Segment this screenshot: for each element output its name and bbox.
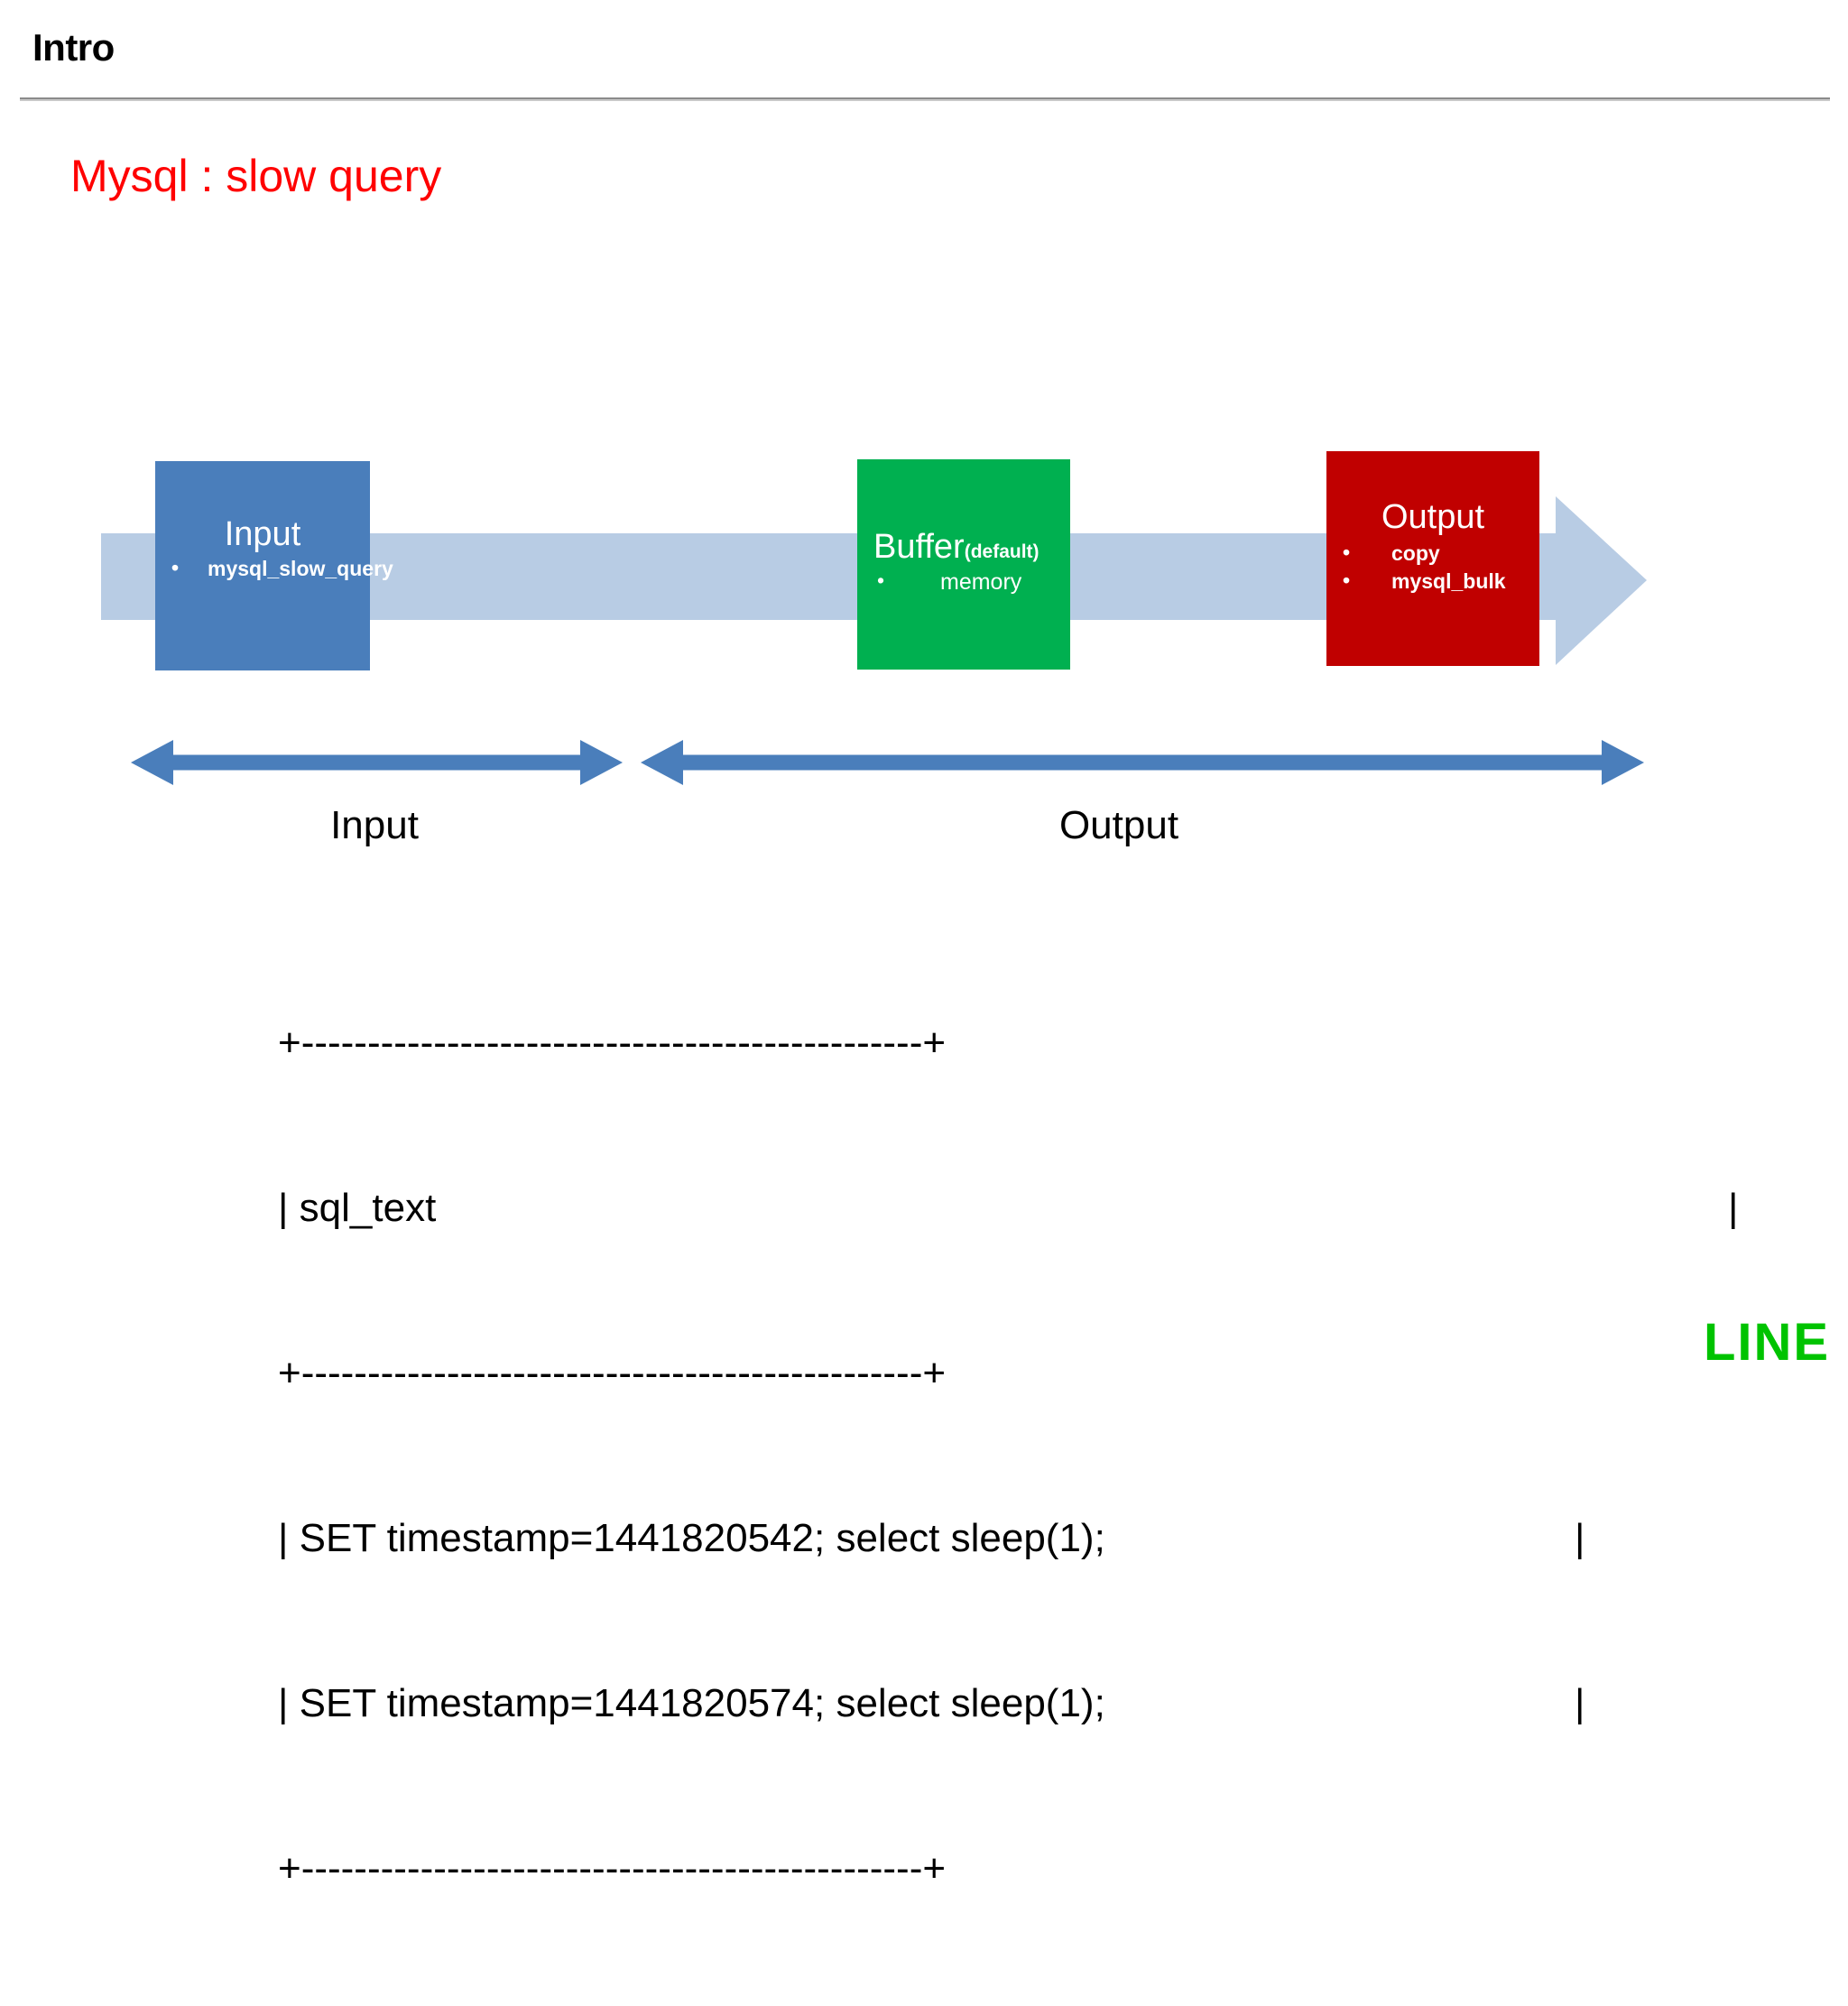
stage-box-input[interactable]: Input mysql_slow_query: [155, 461, 393, 670]
table-rule-top: +---------------------------------------…: [278, 1015, 946, 1070]
stage-title-input: Input: [224, 515, 301, 553]
stage-item: memory: [857, 569, 1070, 596]
table-cell-sql-text: | SET timestamp=1441820542; select sleep…: [278, 1516, 1105, 1560]
table-row: | SET timestamp=1441820542; select sleep…: [278, 1511, 1585, 1566]
subtitle-text: Mysql : slow query: [70, 151, 442, 201]
table-rule-mid: +---------------------------------------…: [278, 1345, 946, 1401]
table-cell-sql-text: | SET timestamp=1441820574; select sleep…: [278, 1681, 1105, 1725]
stage-box-buffer[interactable]: Buffer(default) memory: [857, 459, 1070, 670]
page-title: Intro: [32, 26, 115, 69]
table-header-cell: | sql_text: [278, 1186, 437, 1230]
stage-items-input: mysql_slow_query: [155, 556, 393, 581]
table-rule-text: +---------------------------------------…: [278, 1021, 947, 1065]
measure-label-output: Output: [1058, 803, 1179, 847]
table-row: | SET timestamp=1441820574; select sleep…: [278, 1676, 1585, 1731]
stage-subtitle-buffer: (default): [964, 541, 1040, 562]
measure-arrow-input: [131, 740, 623, 785]
stage-title-buffer: Buffer(default): [873, 528, 1040, 566]
stage-items-output: copy mysql_bulk: [1326, 539, 1539, 596]
stage-box-output[interactable]: Output copy mysql_bulk: [1326, 451, 1539, 666]
table-header-row: | sql_text |: [278, 1180, 1738, 1235]
table-header-end-bar: |: [1728, 1186, 1739, 1230]
stage-item: copy: [1326, 539, 1539, 568]
stage-item: mysql_slow_query: [155, 556, 393, 581]
stage-title-output: Output: [1381, 498, 1485, 536]
measure-label-input: Input: [330, 803, 419, 847]
table-row-end-bar: |: [1575, 1516, 1585, 1560]
table-rule-text: +---------------------------------------…: [278, 1846, 947, 1890]
stage-item: mysql_bulk: [1326, 567, 1539, 596]
table-rule-bottom: +---------------------------------------…: [278, 1841, 946, 1896]
measure-arrow-output: [641, 740, 1644, 785]
line-logo: LINE: [1704, 1313, 1831, 1372]
ascii-result-table: +---------------------------------------…: [278, 905, 1738, 1951]
table-row-end-bar: |: [1575, 1681, 1585, 1725]
header-divider: [20, 97, 1830, 101]
stage-items-buffer: memory: [857, 569, 1070, 596]
table-rule-text: +---------------------------------------…: [278, 1351, 947, 1395]
